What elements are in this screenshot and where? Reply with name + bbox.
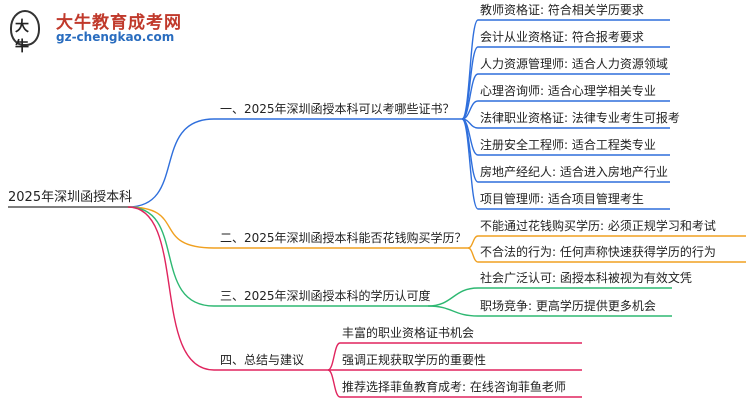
branch-2-child-1: 不能通过花钱购买学历: 必须正规学习和考试 <box>480 219 716 233</box>
branch-4-child-2: 强调正规获取学历的重要性 <box>342 353 487 367</box>
branch-4-child-connector-3 <box>327 369 582 398</box>
branch-3-child-1: 社会广泛认可: 函授本科被视为有效文凭 <box>480 271 692 285</box>
branch-1-child-2: 会计从业资格证: 符合报考要求 <box>480 30 644 44</box>
branch-1-child-8: 项目管理师: 适合项目管理考生 <box>480 192 644 206</box>
branch-1-child-connector-4 <box>461 100 670 120</box>
branch-4-child-3: 推荐选择菲鱼教育成考: 在线咨询菲鱼老师 <box>342 380 566 394</box>
branch-1-child-7: 房地产经纪人: 适合进入房地产行业 <box>480 165 668 179</box>
branch-connector-2 <box>127 206 468 249</box>
branch-connector-4 <box>127 206 328 371</box>
branch-2-child-connector-2 <box>467 247 746 263</box>
branch-1-child-1: 教师资格证: 符合相关学历要求 <box>480 3 644 17</box>
logo-title: 大牛教育成考网 <box>56 13 182 33</box>
branch-1-label: 一、2025年深圳函授本科可以考哪些证书？ <box>220 102 455 116</box>
branch-1-child-5: 法律职业资格证: 法律专业考生可报考 <box>480 111 680 125</box>
branch-4-label: 四、总结与建议 <box>220 353 305 367</box>
branch-connector-3 <box>127 206 428 307</box>
branch-2-child-connector-1 <box>467 235 746 249</box>
branch-1-child-6: 注册安全工程师: 适合工程类专业 <box>480 138 656 152</box>
branch-1-child-4: 心理咨询师: 适合心理学相关专业 <box>480 84 656 98</box>
branch-4-child-connector-1 <box>327 342 582 371</box>
branch-3-child-connector-1 <box>427 287 672 307</box>
branch-1-child-3: 人力资源管理师: 适合人力资源领域 <box>480 57 668 71</box>
logo-mark-icon: 大牛 <box>10 10 40 55</box>
branch-2-child-2: 不合法的行为: 任何声称快速获得学历的行为 <box>480 245 716 259</box>
logo-url: gz-chengkao.com <box>56 30 175 44</box>
branch-3-child-connector-2 <box>427 305 672 317</box>
site-logo[interactable]: 大牛 大牛教育成考网 gz-chengkao.com <box>4 6 181 55</box>
branch-2-label: 二、2025年深圳函授本科能否花钱购买学历？ <box>220 231 467 245</box>
branch-3-label: 三、2025年深圳函授本科的学历认可度 <box>220 289 431 303</box>
branch-3-child-2: 职场竞争: 更高学历提供更多机会 <box>480 299 656 313</box>
root-node-label: 2025年深圳函授本科 <box>8 190 133 205</box>
branch-1-child-connector-3 <box>461 73 670 120</box>
branch-4-child-1: 丰富的职业资格证书机会 <box>342 326 475 340</box>
branch-1-child-connector-8 <box>461 118 670 210</box>
branch-connector-1 <box>127 118 462 208</box>
